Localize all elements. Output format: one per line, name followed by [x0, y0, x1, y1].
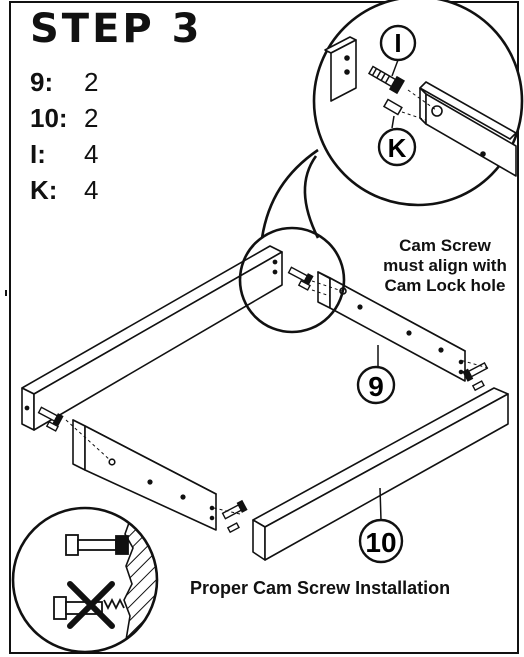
part-qty: 4 — [84, 139, 99, 169]
part-k-text: K — [388, 133, 407, 163]
magnifier-circle — [238, 148, 346, 334]
parts-list: 9: 2 10: 2 I: 4 K: 4 — [30, 64, 98, 208]
part-row-9: 9: 2 — [30, 64, 98, 100]
detail-zoom — [312, 0, 524, 207]
panel-9-label: 9 — [356, 345, 396, 405]
part-key: 10: — [30, 103, 68, 133]
page-border — [9, 1, 519, 654]
panel-10-text: 10 — [365, 527, 396, 558]
part-row-k: K: 4 — [30, 172, 98, 208]
part-qty: 2 — [84, 103, 99, 133]
part-i-label: I — [379, 24, 417, 77]
callout-line-1: Cam Screw — [399, 236, 491, 255]
part-row-10: 10: 2 — [30, 100, 98, 136]
step-title: STEP 3 — [30, 6, 203, 52]
part-key: K: — [30, 175, 58, 205]
part-key: I: — [30, 139, 46, 169]
callout-line-2: must align with — [383, 256, 507, 275]
installation-detail — [11, 506, 159, 654]
front-inner-panel — [72, 419, 217, 531]
part-row-i: I: 4 — [30, 136, 98, 172]
part-i-text: I — [394, 28, 401, 58]
part-qty: 4 — [84, 175, 99, 205]
cam-screws-main — [37, 266, 489, 534]
callout-line-3: Cam Lock hole — [384, 276, 506, 295]
left-side-panel — [21, 245, 283, 431]
alignment-lines — [65, 280, 489, 515]
cam-screw-callout: Cam Screw must align with Cam Lock hole — [370, 236, 520, 296]
panel-10-label: 10 — [358, 487, 404, 564]
part-key: 9: — [30, 67, 54, 97]
panel-9 — [317, 271, 466, 382]
part-qty: 2 — [84, 67, 99, 97]
panel-10 — [252, 387, 509, 561]
part-k-label: K — [377, 115, 417, 167]
panel-9-text: 9 — [368, 371, 384, 402]
installation-caption: Proper Cam Screw Installation — [190, 578, 451, 598]
